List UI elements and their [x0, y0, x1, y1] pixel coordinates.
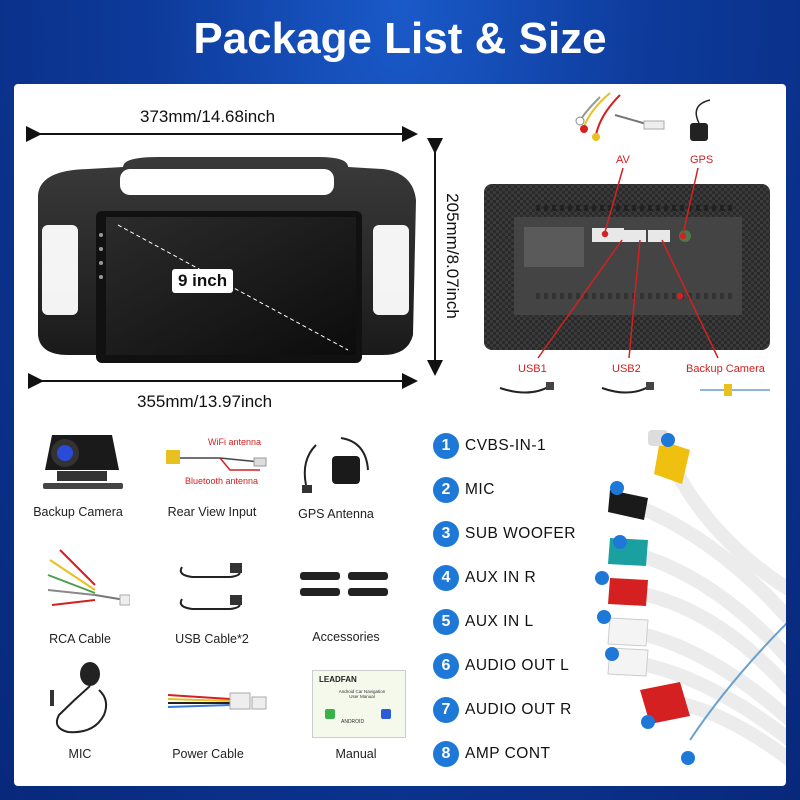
- item-gps-antenna: GPS Antenna: [298, 507, 374, 521]
- page-title: Package List & Size: [193, 14, 607, 63]
- port-number-3: 3: [433, 521, 459, 547]
- item-usb-cable: USB Cable*2: [175, 632, 249, 646]
- usb-backup-cables: [499, 382, 770, 396]
- port-label-4: AUX IN R: [465, 569, 537, 586]
- usb-cable-icon: [179, 563, 242, 610]
- port-label-1: CVBS-IN-1: [465, 437, 547, 454]
- item-manual: Manual: [335, 747, 377, 761]
- port-label-5: AUX IN L: [465, 613, 534, 630]
- bottom-width-dimension: 355mm/13.97inch: [137, 392, 273, 411]
- port-label-6: AUDIO OUT L: [465, 657, 570, 674]
- port-number-8: 8: [433, 741, 459, 767]
- port-number-6: 6: [433, 653, 459, 679]
- item-power-cable: Power Cable: [172, 747, 244, 761]
- av-gps-cables: [575, 92, 711, 141]
- mic-icon: [50, 662, 108, 734]
- manual-subtitle: Android Car Navigation User Manual: [338, 689, 386, 699]
- bluetooth-antenna-label: Bluetooth antenna: [185, 476, 259, 486]
- backup-camera-icon: [43, 435, 123, 489]
- item-accessories: Accessories: [312, 630, 380, 644]
- port-label-7: AUDIO OUT R: [465, 701, 572, 718]
- rear-view-input-icon: [166, 450, 267, 471]
- item-mic: MIC: [68, 747, 92, 761]
- usb1-label: USB1: [518, 363, 547, 375]
- manual-cover: LEADFAN Android Car Navigation User Manu…: [312, 670, 406, 738]
- port-number-4: 4: [433, 565, 459, 591]
- item-rca-cable: RCA Cable: [49, 632, 111, 646]
- port-number-5: 5: [433, 609, 459, 635]
- back-panel-view: [484, 184, 770, 350]
- manual-brand: LEADFAN: [319, 675, 357, 684]
- rca-cable-icon: [47, 549, 130, 606]
- android-auto-icon: [381, 709, 391, 719]
- gps-antenna-icon: [302, 437, 369, 493]
- power-cable-icon: [167, 692, 267, 710]
- av-label: AV: [616, 154, 630, 166]
- port-label-3: SUB WOOFER: [465, 525, 576, 542]
- wifi-antenna-label: WiFi antenna: [208, 437, 262, 447]
- android-text: ANDROID: [341, 719, 365, 725]
- backup-camera-port-label: Backup Camera: [686, 363, 765, 375]
- rca-connectors-illustration: [595, 430, 786, 766]
- screen-size-badge: 9 inch: [172, 269, 234, 293]
- top-width-dimension: 373mm/14.68inch: [140, 107, 276, 126]
- port-number-7: 7: [433, 697, 459, 723]
- carplay-icon: [325, 709, 335, 719]
- item-backup-camera: Backup Camera: [33, 505, 123, 519]
- accessories-icon: [300, 572, 388, 596]
- gps-label: GPS: [690, 154, 714, 166]
- port-number-2: 2: [433, 477, 459, 503]
- head-unit-front: [38, 157, 416, 363]
- item-rear-view-input: Rear View Input: [167, 505, 257, 519]
- port-number-1: 1: [433, 433, 459, 459]
- port-label-8: AMP CONT: [465, 745, 551, 762]
- usb2-label: USB2: [612, 363, 641, 375]
- port-label-2: MIC: [465, 481, 495, 498]
